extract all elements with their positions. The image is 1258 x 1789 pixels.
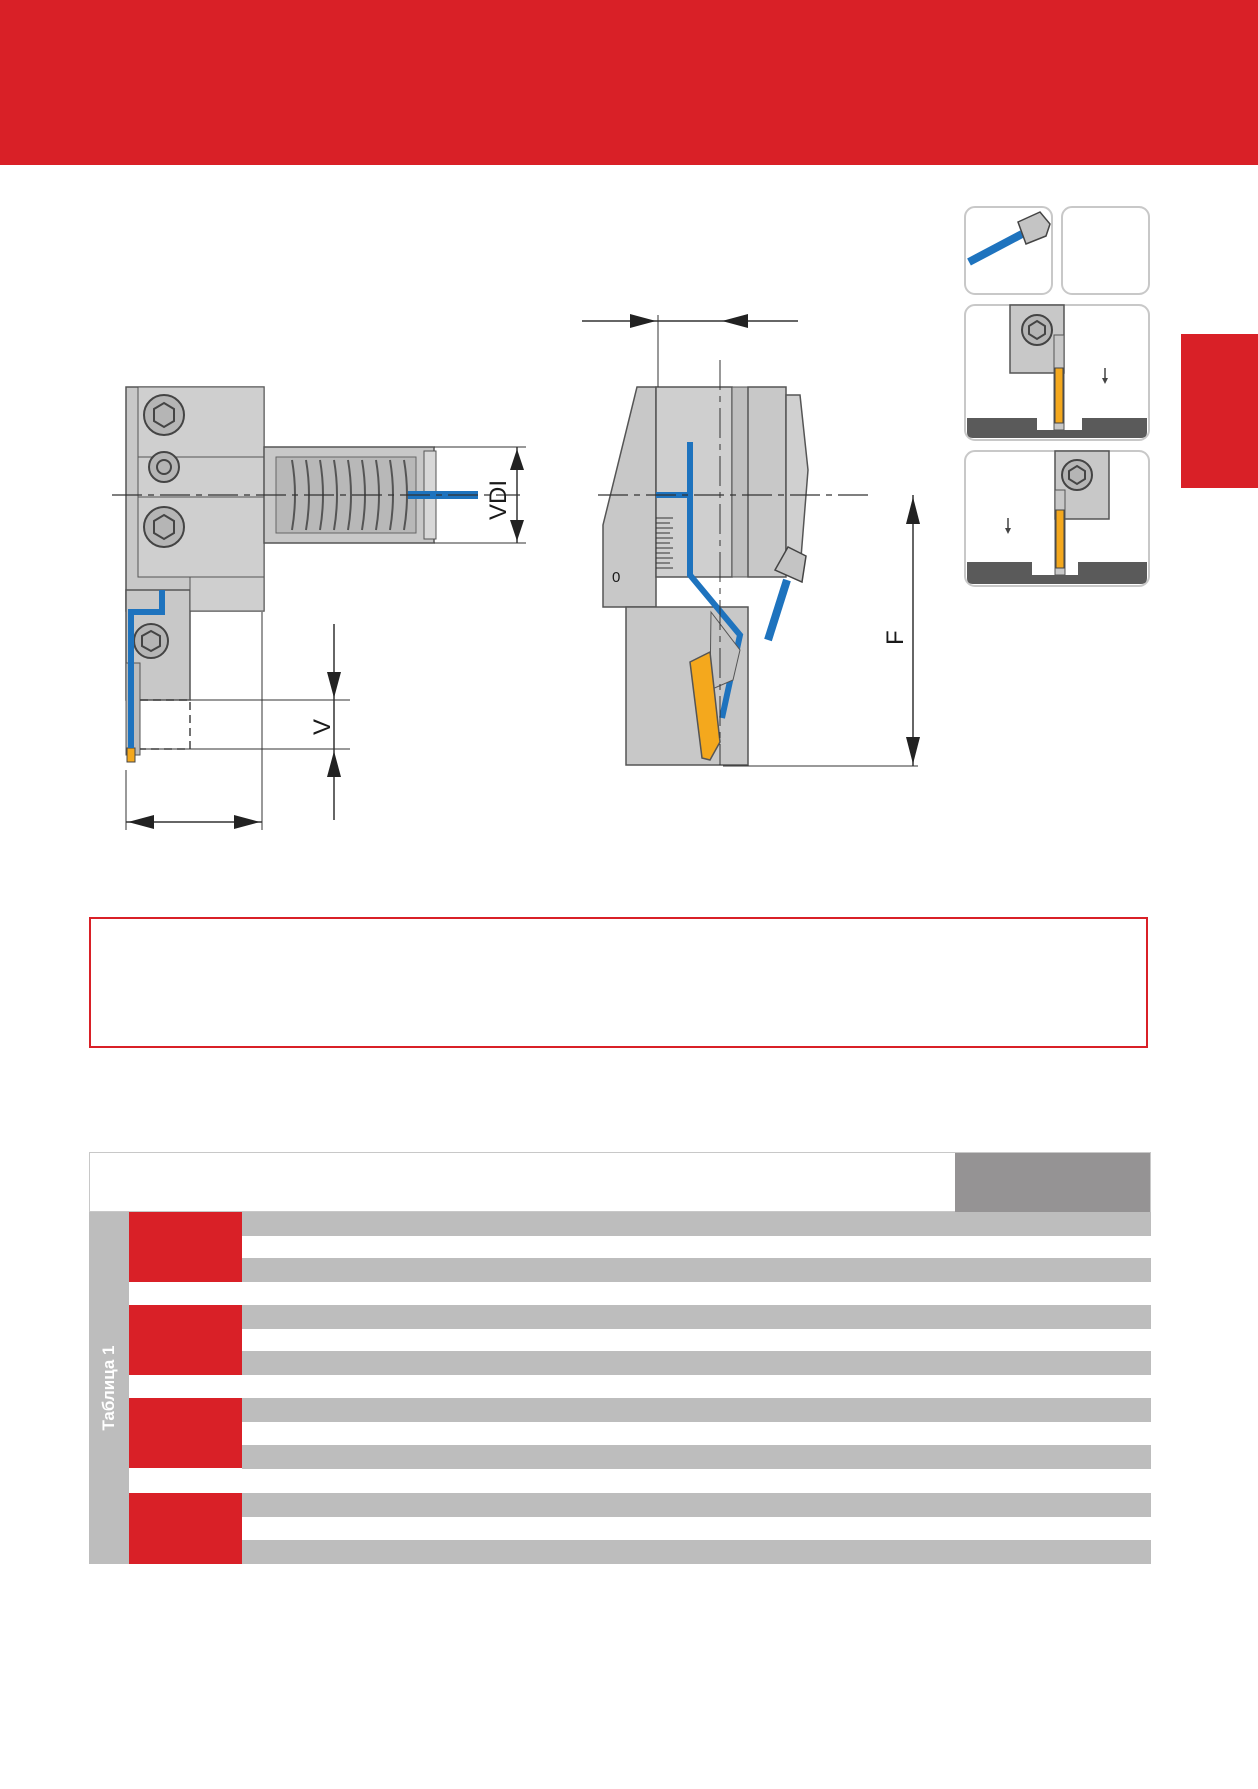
screw-icon: [143, 394, 185, 436]
table-row: [242, 1258, 1151, 1282]
table-row: [242, 1445, 1151, 1469]
table-row: [242, 1212, 1151, 1236]
technical-drawing: VDI V 0: [112, 206, 1150, 830]
table-row: [242, 1398, 1151, 1422]
arrow-down-icon: [1005, 518, 1011, 534]
pictogram-grooving-right: [964, 304, 1150, 441]
header-band: [0, 0, 1258, 165]
zero-mark-label: 0: [612, 569, 620, 586]
table-row: [242, 1305, 1151, 1329]
screw-icon: [1061, 459, 1093, 491]
f-dimension-label: F: [882, 630, 909, 645]
pictogram-blank: [1061, 206, 1150, 295]
screw-icon: [148, 451, 180, 483]
table-row: [242, 1540, 1151, 1564]
vdi-dimension-label: VDI: [485, 480, 512, 520]
pictogram-grooving-left: [964, 450, 1150, 587]
grooving-insert: [689, 610, 741, 761]
v-dimension-label: V: [309, 719, 336, 735]
table-group-marker: [129, 1212, 242, 1282]
screw-icon: [1021, 314, 1053, 346]
table-group-marker: [129, 1398, 242, 1468]
pictogram-coolant: [964, 206, 1053, 295]
side-tab-marker: [1181, 334, 1258, 488]
coolant-nozzle-icon: [764, 546, 807, 642]
table-header-row: [89, 1152, 1151, 1213]
table-group-marker: [129, 1305, 242, 1375]
spec-table: Таблица 1: [89, 1152, 1151, 1564]
table-side-label: Таблица 1: [99, 1345, 118, 1431]
screw-icon: [143, 506, 185, 548]
holder-side-view: 0 F: [582, 314, 920, 767]
holder-front-view: VDI V: [112, 386, 526, 830]
coolant-nozzle-icon: [967, 211, 1051, 266]
table-side-band: Таблица 1: [89, 1212, 129, 1564]
table-header-cell-grey: [955, 1153, 1150, 1213]
screw-icon: [133, 623, 169, 659]
table-row: [242, 1351, 1151, 1375]
notice-box: [89, 917, 1148, 1048]
table-group-marker: [129, 1493, 242, 1564]
arrow-down-icon: [1102, 368, 1108, 384]
table-row: [242, 1493, 1151, 1517]
